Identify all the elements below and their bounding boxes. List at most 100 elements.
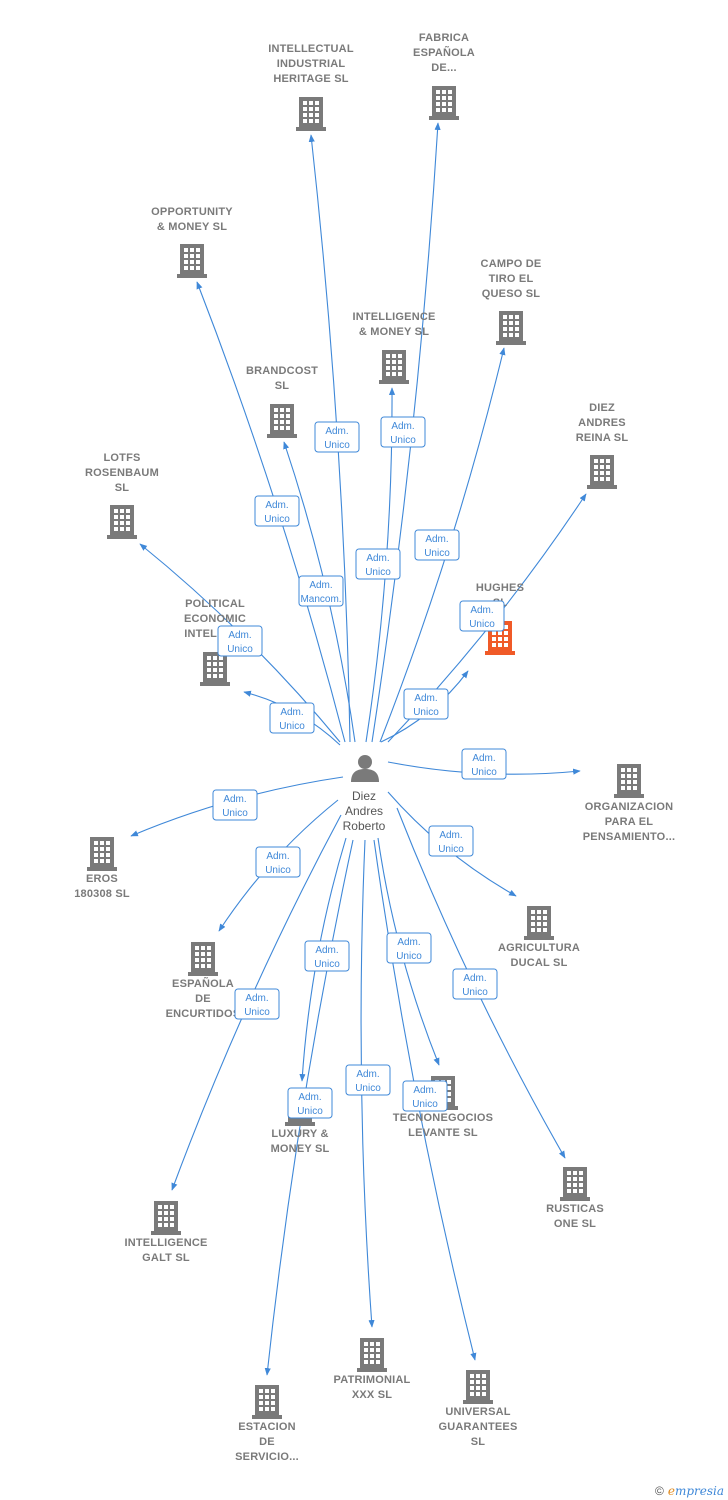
company-name-line: SL — [115, 482, 130, 494]
building-icon — [200, 652, 230, 686]
role-badge-text: Adm. — [298, 1092, 321, 1103]
company-name-line: RUSTICAS — [546, 1203, 604, 1215]
company-name-line: PARA EL — [605, 816, 654, 828]
role-badge[interactable]: Adm.Unico — [304, 940, 350, 972]
company-name-line: TIRO EL — [489, 273, 534, 285]
building-icon — [87, 837, 117, 871]
company-name-line: LUXURY & — [271, 1128, 328, 1140]
role-badge-text: Unico — [314, 959, 340, 970]
role-badge-box — [428, 825, 474, 857]
role-badge-text: Unico — [265, 865, 291, 876]
role-badge-box — [386, 932, 432, 964]
role-badge[interactable]: Adm.Unico — [212, 789, 258, 821]
role-badge[interactable]: Adm.Unico — [461, 748, 507, 780]
role-badge-text: Mancom. — [300, 594, 341, 605]
center-name-line-1: Diez — [352, 789, 376, 803]
role-badge[interactable]: Adm.Mancom. — [298, 575, 344, 607]
building-icon — [188, 942, 218, 976]
center-node[interactable]: Diez Andres Roberto — [343, 755, 386, 833]
company-name-line: & MONEY SL — [157, 221, 227, 233]
role-badge-box — [254, 495, 300, 527]
role-badge-text: Adm. — [266, 851, 289, 862]
role-badge-box — [452, 968, 498, 1000]
role-badge[interactable]: Adm.Unico — [269, 702, 315, 734]
company-name-line: SL — [471, 1436, 486, 1448]
company-node-opportunity-money[interactable]: OPPORTUNITY& MONEY SL — [151, 206, 233, 278]
badges-layer: Adm.UnicoAdm.UnicoAdm.UnicoAdm.UnicoAdm.… — [212, 416, 507, 1119]
role-badge-box — [234, 988, 280, 1020]
person-icon — [351, 755, 379, 782]
role-badge[interactable]: Adm.Unico — [254, 495, 300, 527]
role-badge-text: Adm. — [223, 794, 246, 805]
role-badge-box — [314, 421, 360, 453]
role-badge-text: Unico — [396, 951, 422, 962]
role-badge-text: Unico — [462, 987, 488, 998]
company-name-line: TECNONEGOCIOS — [393, 1112, 493, 1124]
company-node-estacion-de-servicio[interactable]: ESTACIONDESERVICIO... — [235, 1385, 299, 1463]
role-badge-text: Unico — [412, 1099, 438, 1110]
building-icon — [463, 1370, 493, 1404]
role-badge[interactable]: Adm.Unico — [314, 421, 360, 453]
company-name-line: DIEZ — [589, 402, 615, 414]
company-name-line: EROS — [86, 873, 118, 885]
role-badge-box — [403, 688, 449, 720]
role-badge[interactable]: Adm.Unico — [217, 625, 263, 657]
role-badge-box — [212, 789, 258, 821]
role-badge-text: Adm. — [391, 421, 414, 432]
role-badge[interactable]: Adm.Unico — [345, 1064, 391, 1096]
building-icon — [560, 1167, 590, 1201]
company-name-line: DE — [195, 993, 211, 1005]
center-name-line-3: Roberto — [343, 819, 386, 833]
company-name-line: LOTFS — [103, 452, 140, 464]
company-node-luxury-money[interactable]: LUXURY &MONEY SL — [271, 1092, 330, 1155]
role-badge[interactable]: Adm.Unico — [403, 688, 449, 720]
role-badge[interactable]: Adm.Unico — [234, 988, 280, 1020]
brand-footer[interactable]: ©empresia — [655, 1484, 724, 1498]
role-badge-box — [255, 846, 301, 878]
company-name-line: PATRIMONIAL — [334, 1374, 411, 1386]
role-badge-text: Unico — [438, 844, 464, 855]
role-badge[interactable]: Adm.Unico — [380, 416, 426, 448]
company-name-line: PENSAMIENTO... — [583, 831, 675, 843]
role-badge-text: Adm. — [472, 753, 495, 764]
role-badge[interactable]: Adm.Unico — [355, 548, 401, 580]
role-badge-text: Adm. — [280, 707, 303, 718]
copyright-symbol: © — [654, 1484, 664, 1498]
role-badge[interactable]: Adm.Unico — [386, 932, 432, 964]
role-badge[interactable]: Adm.Unico — [402, 1080, 448, 1112]
role-badge[interactable]: Adm.Unico — [459, 600, 505, 632]
role-badge-text: Unico — [297, 1106, 323, 1117]
role-badge-text: Adm. — [228, 630, 251, 641]
role-badge[interactable]: Adm.Unico — [452, 968, 498, 1000]
company-name-line: SERVICIO... — [235, 1451, 299, 1463]
building-icon — [379, 350, 409, 384]
building-icon — [496, 311, 526, 345]
role-badge[interactable]: Adm. Unico — [255, 846, 301, 878]
building-icon — [587, 455, 617, 489]
role-badge-box — [459, 600, 505, 632]
role-badge[interactable]: Adm. Unico — [287, 1087, 333, 1119]
company-name-line: REINA SL — [576, 432, 629, 444]
company-node-intelligence-money[interactable]: INTELLIGENCE& MONEY SL — [352, 311, 435, 384]
company-name-line: INDUSTRIAL — [277, 58, 346, 70]
role-badge[interactable]: Adm.Unico — [414, 529, 460, 561]
role-badge[interactable]: Adm. Unico — [428, 825, 474, 857]
role-badge-text: Adm. — [439, 830, 462, 841]
company-node-fabrica-espanola[interactable]: FABRICAESPAÑOLADE... — [413, 32, 475, 120]
role-badge-text: Adm. — [366, 553, 389, 564]
